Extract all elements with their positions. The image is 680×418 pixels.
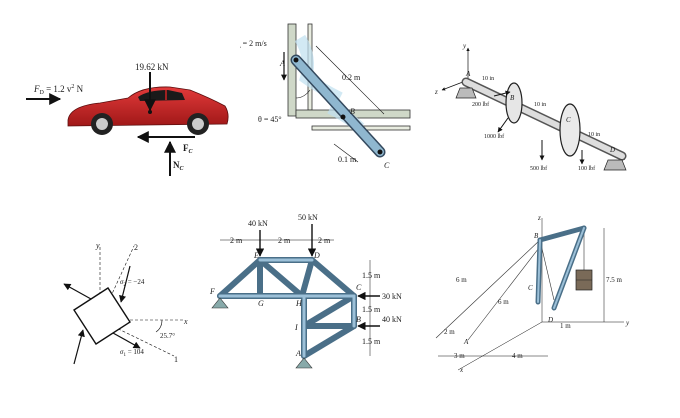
node-h-label: H [295,299,303,308]
dim-1m-label: 1 m [560,322,571,330]
dim-h2-label: 2 m [278,236,291,245]
force-500-label: 500 lbf [530,165,547,172]
rod-panel: vA = 2 m/s A B C 0.2 m 0.1 m θ = 45° [240,18,420,186]
angle-arc [155,319,163,333]
velocity-label: vA = 2 m/s [240,39,267,50]
truss-panel: 40 kN 50 kN 30 kN 40 kN 2 m 2 m 2 m 1.5 … [204,210,420,382]
dim-v1-label: 1.5 m [362,271,381,280]
point-d-label: D [547,316,553,324]
dim-2-label: 10 in [534,102,546,108]
length-bc-label: 0.1 m [338,155,357,164]
car-panel: FD = 1.2 v2 N 19.62 kN FC NC [20,40,240,180]
force-100-label: 100 lbf [578,165,595,172]
sigma1-arrow-left [63,283,92,300]
point-b-label: B [510,94,515,102]
dim-2m-label: 2 m [444,328,455,336]
load-e-label: 40 kN [248,219,268,228]
dim-75m-label: 7.5 m [606,276,623,284]
point-a-label: A [463,338,469,346]
point-a-label: A [465,70,471,78]
axis-y-label: y [625,319,630,327]
direction-1-line [99,319,175,357]
point-b-label: B [350,107,355,116]
node-b-label: B [356,315,361,324]
stress-panel: y x 2 1 σ2 = −24 σ1 = 104 25.7° [34,236,204,376]
node-c-label: C [356,283,362,292]
load-d-label: 50 kN [298,213,318,222]
node-a-label: A [295,349,301,358]
dim-6m-a-label: 6 m [456,276,467,284]
pulley-b [505,82,523,124]
force-200-arrow [493,90,511,97]
axis-y-label: y [95,241,100,250]
stress-element [73,287,131,345]
load-b-label: 40 kN [382,315,402,324]
bearing-d [603,159,627,171]
dim-h3-label: 2 m [318,236,331,245]
normal-label: NC [173,160,185,172]
force-200-label: 200 lbf [472,101,489,108]
dim-ab-line [315,45,385,115]
sigma1-label: σ1 = 104 [120,348,144,358]
crane-panel: z y x 7.5 m 6 m 6 m 2 m 1 m 3 m 4 m B C … [428,212,648,384]
weight-label: 19.62 kN [135,62,169,72]
cables [435,230,585,341]
dim-v3-label: 1.5 m [362,337,381,346]
support-f [211,297,229,309]
angle-label: 25.7° [160,332,175,340]
axis-x-line [457,321,543,371]
angle-arc [295,89,311,99]
dim-h1-label: 2 m [230,236,243,245]
point-a-label: A [279,59,285,68]
sigma2-arrow-bottom [73,329,85,365]
sigma2-arrow-top [119,265,131,303]
load-c-label: 30 kN [382,292,402,301]
dim-1-label: 10 in [482,76,494,82]
support-a [295,357,313,369]
sigma2-label: σ2 = −24 [120,278,145,288]
friction-label: FC [183,143,194,155]
point-c-label: C [384,161,390,170]
angle-label: θ = 45° [258,115,282,124]
force-1000-arrow [497,117,509,133]
axis-z-label: z [537,214,541,222]
dim-3m-label: 3 m [454,352,465,360]
point-b-label: B [534,232,539,240]
node-f-label: F [209,287,215,296]
bearing-a [455,87,477,99]
shaft-panel: y z x 200 lbf 1000 lbf 500 lbf 100 lbf A… [432,36,632,186]
dim-v2-label: 1.5 m [362,305,381,314]
force-1000-label: 1000 lbf [484,133,504,140]
rod [290,54,386,158]
drag-label: FD = 1.2 v2 N [33,84,84,96]
axis-x-label: x [459,366,464,374]
pulley-c [559,103,581,157]
truss-members [217,257,357,359]
car-body [67,86,229,135]
sigma1-arrow-right [112,332,141,349]
dim-bc-line [333,143,359,163]
dim-6m-b-label: 6 m [498,298,509,306]
node-d-label: D [313,251,320,260]
node-g-label: G [258,299,264,308]
axis-z-label: z [434,88,438,96]
direction-2-line [99,245,135,321]
point-d-label: D [609,146,615,154]
direction-2-label: 2 [134,243,138,252]
dim-4m-label: 4 m [512,352,523,360]
point-c-label: C [566,116,571,124]
length-ab-label: 0.2 m [342,73,361,82]
axis-x-label: x [183,317,188,326]
node-e-label: E [253,251,259,260]
axis-y-label: y [462,42,467,50]
node-i-label: I [294,323,298,332]
direction-1-label: 1 [174,355,178,364]
dim-3-label: 10 in [588,132,600,138]
shaft [461,77,627,161]
point-c-label: C [528,284,533,292]
crane-booms [535,225,587,311]
